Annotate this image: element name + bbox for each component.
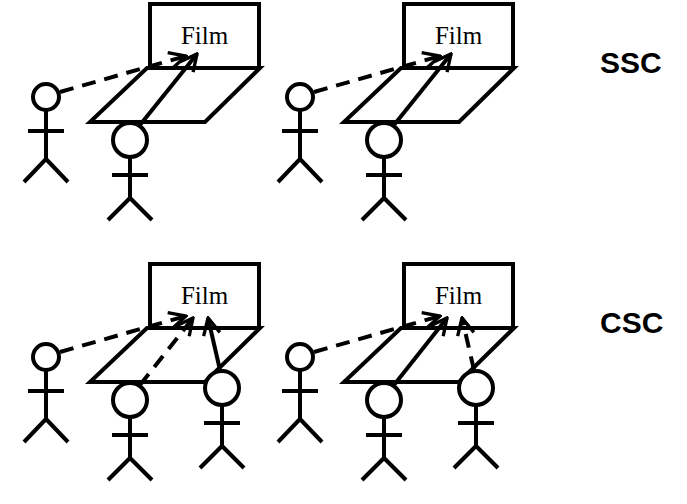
viewer-figure [362,383,406,480]
gaze-arrow-dashed [462,318,474,370]
viewing-scene [278,54,514,220]
laptop-keyboard [344,328,514,382]
viewer-figure [454,371,498,468]
screen-label: Film [181,282,228,310]
laptop-screen: Film [148,262,261,330]
laptop-keyboard [90,68,260,122]
viewer-figure [24,84,68,182]
viewer-figure [108,383,152,480]
viewer-figure [200,371,244,468]
viewer-figure [24,344,68,442]
gaze-arrow-dashed [314,56,440,92]
gaze-arrow [208,318,220,370]
viewer-figure [108,123,152,220]
gaze-arrow-dashed [60,316,186,352]
condition-label: SSC [600,46,662,80]
screen-label: Film [181,22,228,50]
viewing-scene [24,54,260,220]
viewer-figure [362,123,406,220]
viewing-scene [278,316,514,480]
gaze-arrow-dashed [60,56,186,92]
screen-label: Film [435,282,482,310]
viewing-scene [24,316,260,480]
screen-label: Film [435,22,482,50]
laptop-screen: Film [148,2,261,70]
laptop-screen: Film [402,262,515,330]
laptop-keyboard [90,328,260,382]
laptop-screen: Film [402,2,515,70]
viewer-figure [278,84,322,182]
gaze-arrow-dashed [314,316,440,352]
viewer-figure [278,344,322,442]
laptop-keyboard [344,68,514,122]
condition-label: CSC [600,306,663,340]
